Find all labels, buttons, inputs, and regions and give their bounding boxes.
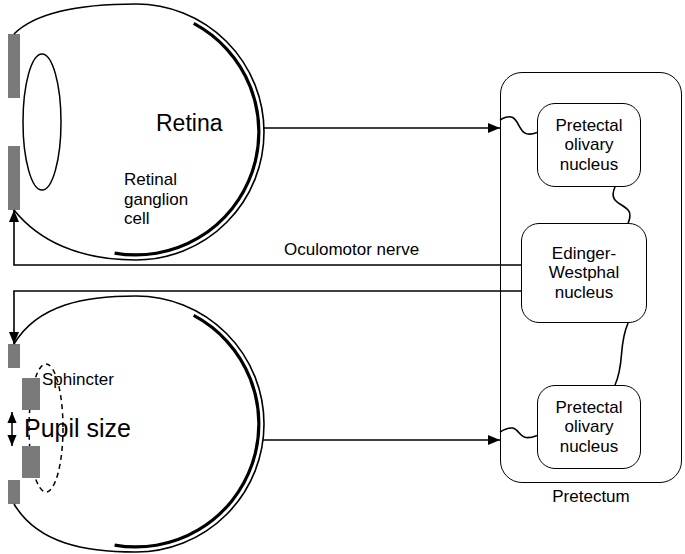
node-label: Pretectal olivary nucleus — [538, 398, 640, 455]
pupil-size-arrow — [11, 412, 13, 446]
nerve-label: Oculomotor nerve — [284, 240, 419, 260]
eye-outline-path — [14, 4, 264, 260]
connector — [264, 127, 500, 129]
nucleus-box: Pretectal olivary nucleus — [537, 103, 641, 187]
eye-outline-path — [14, 296, 264, 552]
region-label: Pretectum — [471, 487, 685, 507]
sphincter-bar — [22, 446, 40, 478]
eye-outline: SphincterPupil size — [8, 296, 264, 552]
connector — [613, 187, 630, 223]
iris-bar — [8, 344, 20, 368]
nucleus-box: Pretectal olivary nucleus — [537, 385, 641, 469]
connector — [14, 210, 521, 265]
region-box: PretectumPretectal olivary nucleusEdinge… — [500, 72, 682, 483]
connector — [615, 323, 628, 385]
connector — [500, 428, 537, 438]
part-label: Retinal ganglion cell — [124, 170, 204, 229]
lens — [23, 54, 61, 190]
nucleus-box: Edinger-Westphal nucleus — [521, 223, 647, 323]
connector — [263, 439, 500, 441]
iris-bar — [8, 146, 20, 210]
quantity-label: Pupil size — [24, 414, 131, 443]
part-label: Sphincter — [42, 370, 114, 390]
eye-outline: RetinaRetinal ganglion cell — [8, 4, 264, 260]
sphincter-bar — [22, 378, 40, 410]
iris-bar — [8, 480, 20, 504]
part-label: Retina — [156, 110, 222, 136]
connector — [500, 117, 537, 134]
iris-bar — [8, 34, 20, 98]
node-label: Edinger-Westphal nucleus — [522, 244, 646, 301]
node-label: Pretectal olivary nucleus — [538, 116, 640, 173]
retina-layer — [115, 315, 259, 547]
retina-layer — [115, 23, 259, 255]
